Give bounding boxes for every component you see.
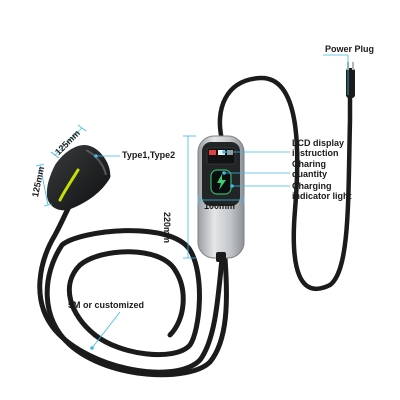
cable-coil-3 — [66, 249, 186, 338]
label-lcd-line2: instruction — [292, 148, 339, 158]
cable-upper — [217, 75, 353, 292]
power-plug — [346, 62, 355, 98]
dimension-lines — [35, 54, 349, 349]
label-dim-220: 220mm — [162, 212, 172, 244]
label-indicator-line1: Charging — [292, 181, 332, 191]
label-lcd-line1: LCD display — [292, 138, 345, 148]
label-connector-type: Type1,Type2 — [122, 150, 176, 160]
cable-coil-2 — [44, 228, 229, 378]
charging-connector — [46, 144, 111, 211]
leader-dots — [90, 150, 234, 350]
label-dim-100: 100mm — [204, 201, 236, 211]
label-qty-line2: quantity — [292, 169, 327, 179]
label-qty-line1: Charing — [292, 159, 327, 169]
label-indicator-line2: indicator light — [292, 191, 352, 201]
control-box — [197, 135, 245, 262]
label-cable-length: 5M or customized — [68, 300, 145, 310]
label-power-plug: Power Plug — [325, 44, 375, 54]
